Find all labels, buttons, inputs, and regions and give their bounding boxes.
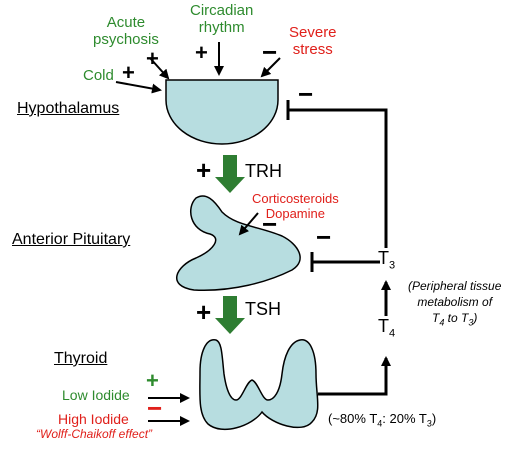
- severe-stress-label: Severe stress: [289, 24, 337, 59]
- acute-psychosis-sign: +: [146, 46, 159, 71]
- high-iodide-label: High Iodide: [58, 411, 129, 427]
- peripheral-metabolism-note: (Peripheral tissue metabolism of T4 to T…: [408, 279, 502, 328]
- t3-label: T3: [378, 248, 396, 272]
- anterior-pituitary-shape: [175, 195, 301, 292]
- cold-sign: +: [122, 60, 135, 85]
- corticosteroids-dopamine-label: Corticosteroids Dopamine: [252, 191, 339, 221]
- tsh-label: TSH: [245, 299, 281, 319]
- t4-label: T4: [378, 316, 396, 340]
- feedback-pituitary-sign: −: [316, 222, 332, 252]
- high-iodide-sign: −: [147, 393, 163, 423]
- corticosteroids-sign: −: [262, 209, 278, 239]
- tsh-sign: +: [196, 297, 212, 327]
- t4-t3-ratio-note: (~80% T4: 20% T3): [328, 411, 437, 429]
- thyroid-shape: [199, 339, 319, 431]
- low-iodide-label: Low Iodide: [62, 387, 130, 403]
- acute-psychosis-arrow: [149, 57, 170, 80]
- hypothalamus-label: Hypothalamus: [17, 100, 120, 117]
- corticosteroids-arrow: [238, 212, 259, 236]
- feedback-hypothalamus-sign: −: [298, 79, 314, 109]
- low-iodide-sign: +: [146, 368, 159, 393]
- severe-stress-arrow: [260, 57, 281, 78]
- circadian-rhythm-sign: +: [195, 40, 208, 65]
- severe-stress-sign: −: [262, 37, 278, 67]
- acute-psychosis-label: Acute psychosis: [93, 14, 159, 49]
- trh-label: TRH: [245, 161, 282, 181]
- feedback-t3-hypothalamus-line: [288, 108, 388, 248]
- anterior-pituitary-label: Anterior Pituitary: [12, 231, 131, 248]
- trh-sign: +: [196, 155, 212, 185]
- circadian-rhythm-label: Circadian rhythm: [190, 2, 254, 37]
- wolff-chaikoff-label: “Wolff-Chaikoff effect”: [36, 427, 153, 441]
- cold-arrow: [115, 81, 162, 94]
- tsh-arrow: [215, 296, 245, 334]
- cold-label: Cold: [83, 67, 114, 84]
- hypothalamus-shape: [165, 79, 279, 145]
- trh-arrow: [215, 155, 245, 193]
- thyroid-output-path: [318, 356, 391, 396]
- thyroid-label: Thyroid: [54, 350, 108, 367]
